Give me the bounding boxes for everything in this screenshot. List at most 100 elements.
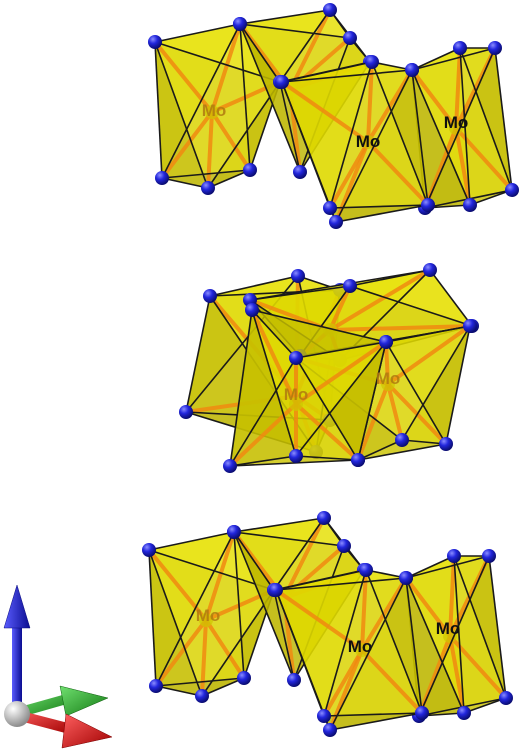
oxygen-atom	[223, 459, 237, 473]
polyhedron-edge	[239, 9, 331, 25]
polyhedron-edge	[401, 439, 447, 445]
polyhedron-edge	[405, 577, 423, 714]
polyhedron-edge	[357, 443, 447, 461]
oxygen-atom	[227, 525, 241, 539]
oxygen-atom	[337, 539, 351, 553]
mo-o-bond	[294, 340, 388, 406]
polyhedron-edge	[411, 47, 461, 71]
mo-o-bond	[328, 268, 432, 332]
polyhedron-edge	[155, 685, 203, 697]
polyhedron-edge	[281, 81, 331, 209]
oxygen-atom	[421, 198, 435, 212]
oxygen-atom	[275, 75, 289, 89]
oxygen-atom	[457, 706, 471, 720]
polyhedron-edge	[251, 309, 297, 457]
oxygen-atom	[359, 563, 373, 577]
polyhedron-edge	[329, 577, 407, 731]
x-axis-arrow	[16, 710, 113, 749]
oxygen-atom	[148, 35, 162, 49]
polyhedron-edge	[459, 47, 513, 191]
mo-o-bond	[147, 548, 208, 622]
oxygen-atom	[395, 433, 409, 447]
oxygen-atom	[351, 453, 365, 467]
polyhedron-edge	[295, 357, 359, 461]
polyhedron-edge	[148, 531, 235, 551]
polyhedron-edge	[209, 275, 299, 297]
oxygen-atom	[423, 263, 437, 277]
polyhedron-edge	[371, 61, 429, 206]
polyhedron-edge	[295, 341, 387, 457]
oxygen-atom	[482, 549, 496, 563]
mo-o-bond	[454, 46, 462, 130]
polyhedron-edge	[295, 341, 387, 359]
oxygen-atom	[289, 351, 303, 365]
oxygen-atom	[415, 706, 429, 720]
polyhedron-edge	[275, 589, 325, 717]
oxygen-atom	[447, 549, 461, 563]
oxygen-atom	[399, 571, 413, 585]
polyhedron-edge	[349, 269, 431, 287]
oxygen-atom	[463, 319, 477, 333]
polyhedron-edge	[401, 325, 471, 441]
mo-o-bond	[360, 568, 368, 652]
polyhedron-edge	[148, 549, 275, 591]
mo-o-bond	[448, 634, 466, 715]
oxygen-atom	[291, 269, 305, 283]
polyhedron-edge	[154, 41, 281, 83]
polyhedron-face	[162, 170, 250, 188]
polyhedron-edge	[207, 81, 281, 189]
octahedron-bot-3	[399, 549, 513, 723]
polyhedron-edge	[233, 517, 325, 533]
oxygen-atom	[439, 437, 453, 451]
polyhedron-edge	[329, 204, 429, 209]
oxygen-atom	[149, 679, 163, 693]
polyhedron-edge	[161, 23, 241, 179]
mo-o-bond	[204, 530, 236, 622]
oxygen-atom	[155, 171, 169, 185]
polyhedron-edge	[275, 569, 367, 591]
polyhedron-edge	[275, 577, 407, 591]
polyhedra-layer-middle	[179, 263, 479, 473]
polyhedron-edge	[459, 47, 471, 206]
polyhedron-edge	[281, 69, 413, 83]
oxygen-atom	[317, 709, 331, 723]
oxygen-atom	[379, 335, 393, 349]
polyhedron-edge	[445, 325, 471, 445]
polyhedron-edge	[207, 169, 251, 189]
oxygen-atom	[293, 165, 307, 179]
mo-o-bond	[454, 126, 472, 207]
polyhedron-edge	[154, 41, 163, 179]
polyhedron-edge	[155, 677, 245, 687]
mo-o-bond	[366, 140, 430, 207]
oxygen-atom	[195, 689, 209, 703]
polyhedron-edge	[385, 325, 471, 343]
mo-o-bond	[328, 324, 474, 332]
octahedron-mid-4	[223, 303, 393, 473]
mo-atom	[381, 377, 395, 391]
polyhedron-edge	[385, 341, 447, 445]
oxygen-atom	[505, 183, 519, 197]
polyhedron-edge	[233, 531, 245, 679]
polyhedron-edge	[233, 531, 275, 591]
oxygen-atom	[488, 41, 502, 55]
polyhedron-edge	[494, 47, 513, 191]
polyhedron-edge	[239, 23, 251, 171]
oxygen-atom	[142, 543, 156, 557]
polyhedron-edge	[239, 23, 351, 39]
polyhedron-face	[234, 518, 324, 590]
polyhedron-edge	[357, 341, 387, 461]
oxygen-atom	[323, 201, 337, 215]
polyhedron-edge	[155, 531, 235, 687]
polyhedron-edge	[405, 577, 465, 714]
polyhedron-edge	[295, 455, 359, 461]
mo-o-bond	[334, 140, 370, 224]
axis-origin-sphere	[4, 701, 30, 727]
z-axis-arrow	[3, 584, 31, 714]
oxygen-atom	[365, 55, 379, 69]
oxygen-atom	[499, 691, 513, 705]
polyhedron-edge	[329, 61, 373, 209]
polyhedron-face	[340, 270, 472, 360]
polyhedron-edge	[249, 269, 431, 301]
polyhedron-edge	[411, 47, 496, 71]
polyhedron-edge	[405, 555, 455, 579]
